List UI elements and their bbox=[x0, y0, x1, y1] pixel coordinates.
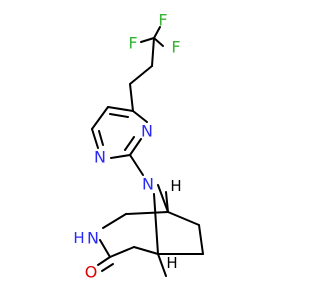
bond-nbridge-c1 bbox=[157, 184, 169, 213]
bond-c4-n3 bbox=[132, 110, 148, 123]
bond-c2-n3-inner bbox=[124, 136, 135, 151]
bond-c1-c8 bbox=[167, 211, 200, 226]
bond-cf3-f3 bbox=[140, 37, 155, 43]
bond-c4-cch2 bbox=[109, 246, 135, 258]
bond-c2-namide bbox=[102, 213, 127, 229]
molecule-canvas: F F F N N N H N H H O bbox=[73, 10, 204, 282]
molecule-structure: F F F N N N H N H H O bbox=[73, 11, 204, 282]
bond-c4-o-inner bbox=[101, 263, 114, 272]
carbonyl-oxygen: O bbox=[85, 263, 98, 282]
bond-c4-o bbox=[97, 256, 111, 266]
fluorine-label-2: F bbox=[171, 38, 180, 57]
bond-c8-c7 bbox=[198, 224, 204, 255]
bond-c1-c2 bbox=[125, 211, 169, 215]
stereo-hydrogen-bottom: H bbox=[166, 254, 177, 272]
bond-c2-n3 bbox=[129, 138, 142, 156]
pyrimidine-nitrogen-2: N bbox=[94, 148, 106, 167]
bond-c5-c6 bbox=[91, 106, 109, 130]
bond-cf3-f1 bbox=[153, 26, 161, 39]
bonds bbox=[91, 26, 204, 277]
bond-ch2-c4 bbox=[129, 83, 134, 112]
amide-nitrogen: N bbox=[87, 229, 99, 248]
pyrimidine-nitrogen-1: N bbox=[141, 122, 153, 141]
bond-namide-c4 bbox=[99, 239, 111, 258]
bond-cch2-c5 bbox=[133, 246, 159, 255]
fluorine-label-1: F bbox=[158, 11, 167, 30]
bond-c2-nbridge bbox=[129, 154, 144, 176]
bond-n1-c2 bbox=[110, 154, 131, 159]
bond-c6-n1-inner bbox=[98, 130, 104, 146]
bond-nbridge-c5 bbox=[153, 193, 159, 255]
bond-c1-h bbox=[165, 191, 169, 213]
atom-labels: F F F N N N H N H H O bbox=[73, 11, 181, 282]
bond-c5-h bbox=[157, 253, 167, 277]
bond-cf3-ch2 bbox=[151, 37, 155, 67]
bond-cf3-f2 bbox=[153, 37, 164, 47]
bond-c6-n1 bbox=[91, 128, 99, 149]
bond-c4-c5-inner bbox=[109, 113, 129, 118]
bridgehead-nitrogen: N bbox=[142, 175, 154, 194]
stereo-hydrogen-top: H bbox=[170, 177, 181, 195]
bond-ch2-ch2 bbox=[129, 65, 153, 85]
fluorine-label-3: F bbox=[128, 34, 137, 53]
amide-hydrogen: H bbox=[73, 229, 84, 247]
bond-c4-c5 bbox=[107, 106, 134, 112]
